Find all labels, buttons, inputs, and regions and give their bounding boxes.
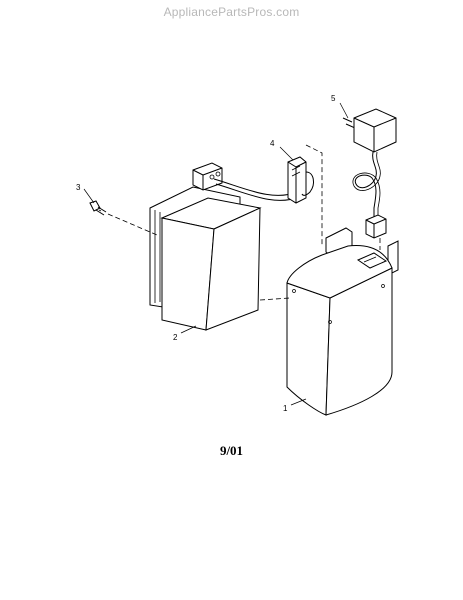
callout-part-4: 4 bbox=[270, 139, 275, 148]
leader-lines bbox=[83, 102, 349, 406]
part-1-side-face bbox=[325, 267, 393, 416]
callout-part-3: 3 bbox=[76, 183, 81, 192]
callout-part-1: 1 bbox=[283, 404, 288, 413]
part-2-box-front bbox=[161, 217, 215, 331]
part-4-connector bbox=[287, 156, 314, 204]
site-watermark: AppliancePartsPros.com bbox=[163, 5, 300, 19]
part-5-cord bbox=[354, 151, 377, 220]
part-5-adapter bbox=[342, 108, 397, 153]
callout-part-5: 5 bbox=[331, 94, 336, 103]
part-1-front-face bbox=[286, 282, 331, 416]
part-1-housing bbox=[286, 227, 399, 416]
part-2-box-side bbox=[205, 207, 261, 331]
part-2-box bbox=[149, 162, 262, 331]
assembly-lines bbox=[107, 144, 381, 301]
callout-part-2: 2 bbox=[173, 333, 178, 342]
part-3-screw bbox=[89, 200, 107, 216]
revision-date-code: 9/01 bbox=[219, 443, 244, 458]
